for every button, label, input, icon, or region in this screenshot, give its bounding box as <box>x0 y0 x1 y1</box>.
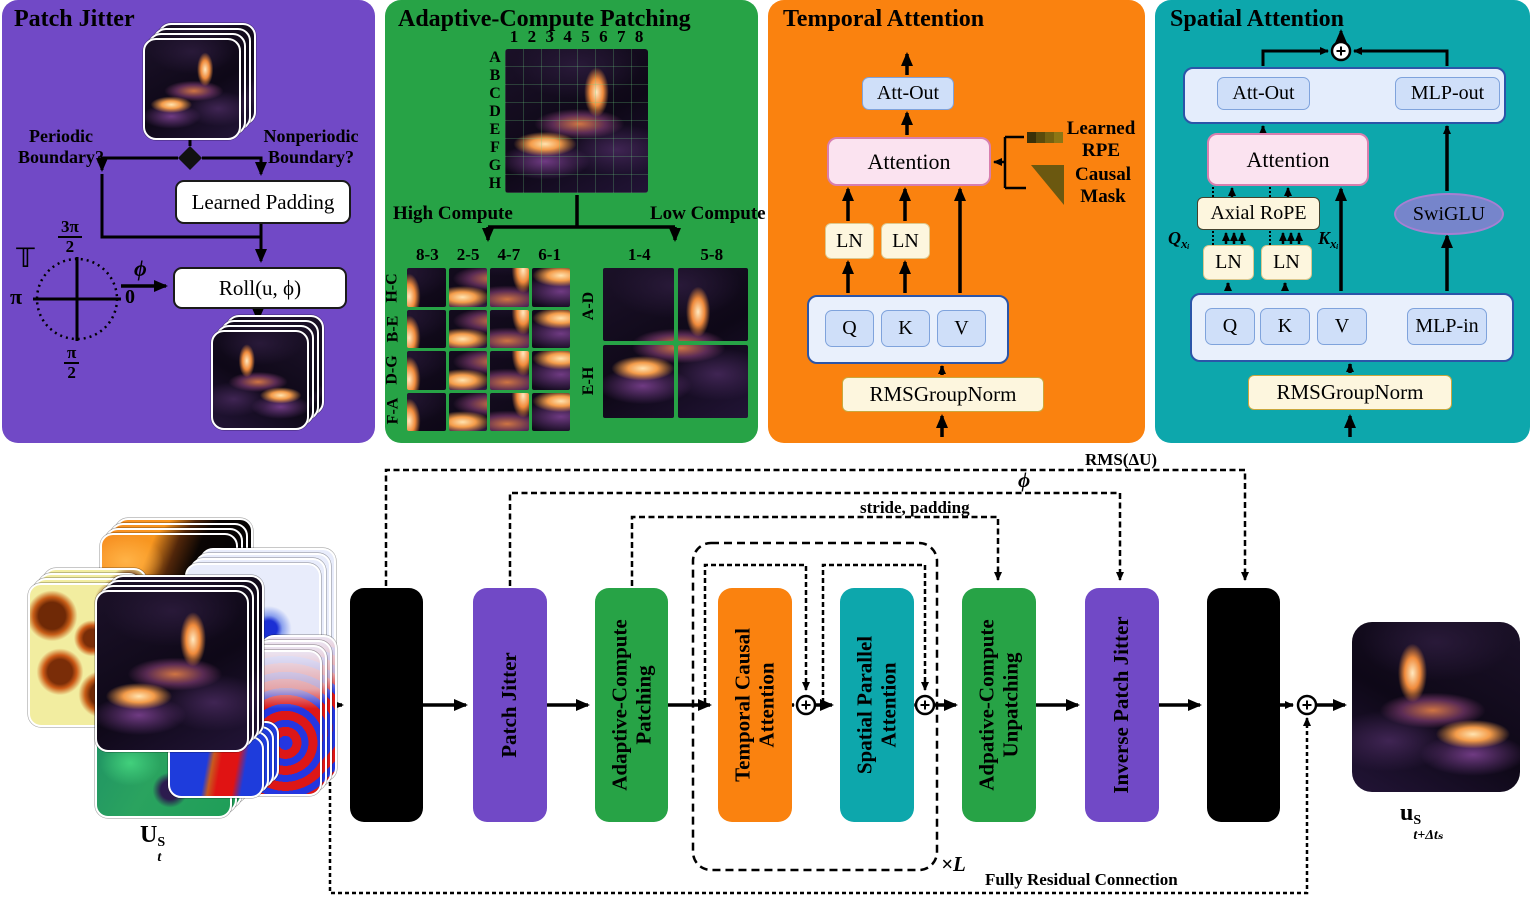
stage-inverse-patch-jitter: Inverse Patch Jitter <box>1085 588 1159 822</box>
q-rope-label: Qxᵢ <box>1168 228 1190 251</box>
spatial-v-box: V <box>1317 308 1367 345</box>
learned-rpe-label: Learned RPE <box>1066 118 1136 161</box>
stride-padding-annotation: stride, padding <box>860 498 970 517</box>
stage-projection <box>1207 588 1280 822</box>
stage-spatial-parallel-attention: Spatial Parallel Attention <box>840 588 914 822</box>
add-node-temporal <box>795 694 817 716</box>
zero-label: 0 <box>125 286 135 308</box>
rolled-field-stack <box>211 315 324 430</box>
high-grid-row-labels: H-C B-E D-G F-A <box>384 273 402 424</box>
torus-symbol: 𝕋 <box>16 243 35 274</box>
fully-residual-label: Fully Residual Connection <box>985 870 1178 889</box>
phi-annotation: ϕ <box>1018 468 1031 492</box>
field-snapshot <box>505 49 648 193</box>
rms-line <box>384 468 1249 586</box>
adaptive-patching-title: Adaptive-Compute Patching <box>398 6 691 32</box>
k-rope-label: Kxᵢ <box>1318 228 1339 251</box>
temporal-ln-k-box: LN <box>881 223 930 259</box>
spatial-rmsgroupnorm-box: RMSGroupNorm <box>1248 375 1452 410</box>
add-node-spatial <box>914 694 936 716</box>
periodic-boundary-label: Periodic Boundary? <box>17 126 105 167</box>
spatial-ln-k-box: LN <box>1261 245 1312 280</box>
phi-arrow-label: ϕ <box>134 256 147 281</box>
patch-jitter-title: Patch Jitter <box>14 6 135 32</box>
swiglu-box: SwiGLU <box>1394 193 1504 235</box>
stage-temporal-causal-attention: Temporal Causal Attention <box>718 588 792 822</box>
temporal-k-box: K <box>881 310 930 347</box>
phi-line <box>508 491 1124 586</box>
spatial-mlp-out-box: MLP-out <box>1395 77 1500 110</box>
learned-rpe-icon <box>1027 132 1063 143</box>
spatial-k-box: K <box>1260 308 1310 345</box>
spatial-q-box: Q <box>1205 308 1255 345</box>
pi-label: π <box>10 284 23 309</box>
stage-adpative-compute-unpatching: Adpative-Compute Unpatching <box>962 588 1036 822</box>
spatial-att-out-box: Att-Out <box>1217 77 1310 110</box>
nonperiodic-boundary-label: Nonperiodic Boundary? <box>263 126 359 167</box>
output-field-image <box>1352 622 1520 792</box>
spatial-attention-title: Spatial Attention <box>1170 6 1345 32</box>
high-compute-label: High Compute <box>393 203 513 224</box>
loop-count-label: ×L <box>941 852 966 876</box>
temporal-attention-box: Attention <box>827 137 991 186</box>
stage-adaptive-compute-patching: Adaptive-Compute Patching <box>595 588 668 822</box>
spatial-attention-box: Attention <box>1207 133 1369 186</box>
panel-temporal-attention <box>768 0 1145 443</box>
stride-padding-line <box>630 515 1002 586</box>
three-pi-over-two-label: 3π 2 <box>58 218 82 256</box>
causal-mask-label: Causal Mask <box>1075 164 1131 207</box>
add-node-output <box>1296 694 1318 716</box>
temporal-att-out-box: Att-Out <box>862 77 954 110</box>
temporal-ln-q-box: LN <box>825 223 874 259</box>
temporal-rmsgroupnorm-box: RMSGroupNorm <box>842 377 1044 412</box>
stage-patch-jitter: Patch Jitter <box>473 588 547 822</box>
spatial-ln-q-box: LN <box>1203 245 1254 280</box>
low-grid-row-labels: A-D E-H <box>580 291 598 395</box>
low-compute-patch-grid <box>603 268 748 418</box>
stage-embedding <box>350 588 423 822</box>
rms-annotation: RMS(ΔU) <box>1085 450 1158 469</box>
axial-rope-box: Axial RoPE <box>1197 197 1320 230</box>
high-compute-patch-grid <box>407 268 570 431</box>
spatial-mlp-in-box: MLP-in <box>1407 308 1487 345</box>
pi-over-two-label: π 2 <box>64 344 80 382</box>
input-magma-stack <box>95 575 264 752</box>
low-compute-label: Low Compute <box>650 203 766 224</box>
learned-padding-box: Learned Padding <box>175 180 351 224</box>
input-field-stack <box>143 23 256 140</box>
temporal-v-box: V <box>937 310 986 347</box>
roll-box: Roll(u, ϕ) <box>173 267 347 309</box>
temporal-attention-title: Temporal Attention <box>783 6 985 32</box>
temporal-q-box: Q <box>825 310 874 347</box>
